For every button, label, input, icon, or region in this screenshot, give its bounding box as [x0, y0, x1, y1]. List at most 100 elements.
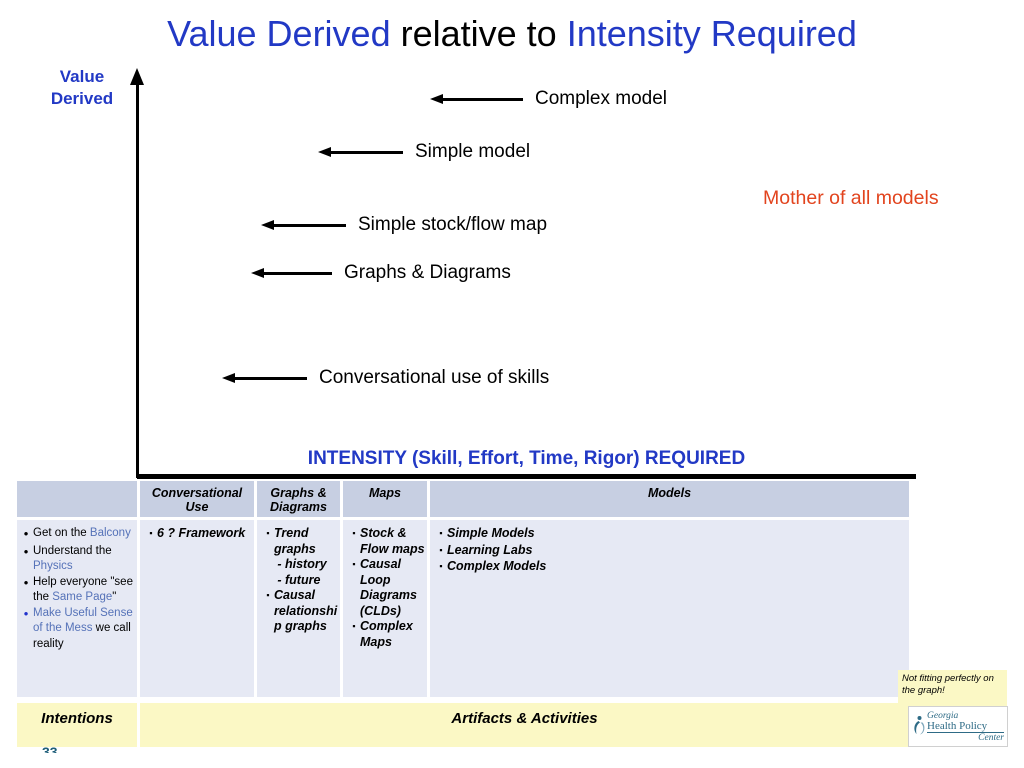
graphs-b1-sub1: history	[285, 557, 327, 571]
table-cell-graphs-diagrams: Trend graphs history future Causal relat…	[257, 520, 340, 697]
maps-b3: Complex Maps	[360, 619, 413, 649]
list-item: Help everyone "see the Same Page"	[19, 575, 135, 606]
table-header-conversational-use: Conversational Use	[140, 481, 254, 517]
table-header-maps: Maps	[343, 481, 427, 517]
intentions-b1-highlight: Balcony	[89, 527, 131, 539]
arrow-left-icon	[251, 268, 264, 278]
arrow-shaft	[235, 376, 307, 380]
arrow-label: Simple stock/flow map	[358, 214, 548, 235]
logo-line-georgia: Georgia	[927, 710, 959, 721]
logo-line-health-policy: Health Policy	[927, 720, 1004, 733]
dash-bullet-icon	[274, 573, 285, 589]
list-item: Causal relationshi p graphs	[262, 588, 338, 635]
x-axis-line	[137, 474, 916, 479]
arrow-shaft	[331, 150, 403, 154]
bullet-icon	[262, 526, 274, 557]
list-subitem: future	[274, 573, 338, 589]
intentions-b4-text: we call reality	[33, 622, 131, 650]
models-b1: Simple Models	[447, 526, 535, 540]
arrow-item-simple-model: Simple model	[318, 140, 530, 164]
table-header-blank	[17, 481, 137, 517]
logo-peach-icon	[914, 715, 925, 734]
logo-text: Georgia Health Policy Center	[927, 711, 1004, 743]
table-footer-intentions: Intentions	[17, 703, 137, 747]
list-item: 6 ? Framework	[145, 526, 252, 543]
table-cell-intentions: Get on the Balcony Understand the Physic…	[17, 520, 137, 697]
intentions-b1-text: Get on the	[33, 527, 90, 539]
dash-bullet-icon	[274, 557, 285, 573]
intentions-b4-highlight: Make Useful Sense of the Mess	[33, 606, 133, 635]
bullet-icon	[348, 526, 360, 557]
table-header-models: Models	[430, 481, 909, 517]
arrow-item-simple-stock-flow-map: Simple stock/flow map	[261, 213, 547, 237]
arrow-label: Graphs & Diagrams	[344, 262, 511, 283]
models-b3: Complex Models	[447, 559, 547, 573]
y-axis-label: Value Derived	[30, 66, 134, 110]
arrow-label: Conversational use of skills	[319, 367, 550, 388]
arrow-shaft	[274, 223, 346, 227]
bullet-icon	[145, 526, 157, 543]
table-cell-models: Simple Models Learning Labs Complex Mode…	[430, 520, 909, 697]
list-item: Simple Models	[435, 526, 907, 543]
bullet-icon	[435, 559, 447, 576]
bullet-icon	[19, 544, 33, 575]
bullet-icon	[435, 543, 447, 560]
list-item: Stock & Flow maps	[348, 526, 425, 557]
title-part-value-derived: Value Derived	[167, 13, 391, 54]
intentions-b3-close-quote: "	[112, 591, 117, 603]
arrow-item-complex-model: Complex model	[430, 87, 667, 111]
list-item: Learning Labs	[435, 543, 907, 560]
bullet-icon	[262, 588, 274, 635]
page-title: Value Derived relative to Intensity Requ…	[0, 12, 1024, 56]
list-item: Understand the Physics	[19, 544, 135, 575]
georgia-health-policy-center-logo: Georgia Health Policy Center	[908, 706, 1008, 747]
list-item: Complex Models	[435, 559, 907, 576]
bullet-icon	[19, 526, 33, 544]
arrow-shaft	[264, 271, 332, 275]
bullet-icon	[348, 557, 360, 619]
list-item: Causal Loop Diagrams (CLDs)	[348, 557, 425, 619]
y-axis-line	[136, 84, 139, 478]
table-cell-maps: Stock & Flow maps Causal Loop Diagrams (…	[343, 520, 427, 697]
title-part-relative-to: relative to	[390, 13, 567, 54]
models-b2: Learning Labs	[447, 542, 533, 557]
arrow-left-icon	[430, 94, 443, 104]
title-part-intensity-required: Intensity Required	[566, 13, 857, 54]
intentions-b3-text: Help everyone "see the	[33, 575, 133, 604]
x-axis-label: INTENSITY (Skill, Effort, Time, Rigor) R…	[307, 448, 746, 469]
graphs-b1: Trend graphs	[274, 526, 316, 556]
list-item: Make Useful Sense of the Mess we call re…	[19, 606, 135, 653]
list-item: Trend graphs	[262, 526, 338, 557]
bullet-icon	[435, 526, 447, 543]
bullet-icon	[19, 606, 33, 653]
arrow-left-icon	[318, 147, 331, 157]
list-item: Complex Maps	[348, 619, 425, 650]
table-cell-conversational-use: 6 ? Framework	[140, 520, 254, 697]
bullet-icon	[348, 619, 360, 650]
annotation-mother-of-all-models: Mother of all models	[763, 187, 939, 209]
list-item: Get on the Balcony	[19, 526, 135, 544]
arrow-label: Simple model	[415, 141, 531, 162]
sticky-note: Not fitting perfectly on the graph!	[898, 670, 1007, 706]
table-footer-artifacts-activities: Artifacts & Activities	[140, 703, 909, 747]
page-number: 33	[42, 744, 58, 753]
y-axis-label-line1: Value	[59, 67, 105, 86]
graphs-b2: Causal relationshi p graphs	[274, 588, 338, 633]
arrow-item-conversational-use: Conversational use of skills	[222, 366, 549, 390]
graphs-b1-sub2: future	[285, 572, 321, 587]
intentions-b2-text: Understand the	[33, 544, 112, 557]
logo-line-center: Center	[978, 732, 1004, 743]
table-header-graphs-diagrams: Graphs & Diagrams	[257, 481, 340, 517]
bullet-icon	[19, 575, 33, 606]
y-axis-arrowhead-icon	[130, 68, 144, 85]
y-axis-label-line2: Derived	[50, 89, 114, 108]
intentions-b2-highlight: Physics	[33, 560, 73, 572]
conversational-b1: 6 ? Framework	[157, 526, 246, 540]
maps-b1: Stock & Flow maps	[360, 526, 425, 556]
arrow-left-icon	[222, 373, 235, 383]
arrow-label: Complex model	[535, 88, 667, 109]
arrow-shaft	[443, 97, 523, 101]
maps-b2: Causal Loop Diagrams (CLDs)	[360, 557, 417, 618]
arrow-left-icon	[261, 220, 274, 230]
